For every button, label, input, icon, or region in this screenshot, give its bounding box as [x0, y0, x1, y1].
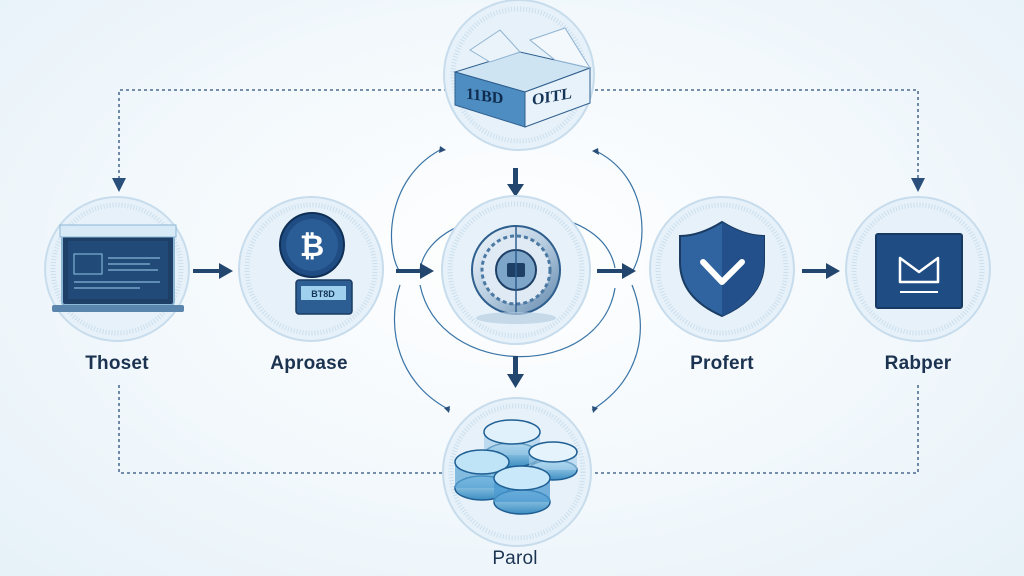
arrow-left-to-second [193, 263, 233, 279]
bitcoin-symbol: ₿ [300, 230, 324, 263]
stacked-coins-icon [454, 419, 578, 515]
bitcoin-coin-card-icon: ₿ BT8D [279, 212, 353, 315]
arrow-down-left [112, 178, 126, 192]
arrow-second-to-center [396, 263, 434, 279]
label-second: Aproase [270, 353, 348, 374]
arc-upper-left [390, 149, 441, 273]
arc-lower-right [591, 284, 641, 411]
card-text: BT8D [311, 289, 335, 299]
connector-right-to-bottom [595, 385, 919, 474]
arc-lower-left [393, 284, 451, 411]
laptop-dashboard-icon [52, 224, 184, 312]
box-text-right: OITL [532, 85, 572, 109]
label-right: Rabper [884, 353, 952, 374]
arc-tip-2 [592, 148, 599, 155]
box-package-icon: 11BD OITL [453, 27, 592, 128]
arc-upper-right [597, 151, 643, 273]
arrow-center-to-bottom [507, 356, 524, 388]
label-fourth: Profert [690, 353, 754, 374]
mail-envelope-icon [875, 233, 963, 309]
vault-lock-icon [471, 225, 561, 324]
arc-tip-4 [592, 406, 598, 413]
arc-tip-3 [444, 406, 450, 413]
label-bottom: Parol [492, 548, 538, 569]
arrow-top-to-center [507, 168, 524, 197]
arrow-down-right [911, 178, 925, 192]
connector-top-to-left [118, 89, 447, 180]
connector-top-to-right [595, 89, 919, 180]
shield-check-icon [679, 220, 765, 318]
arc-tip-1 [439, 146, 446, 153]
arrow-fourth-to-right [802, 263, 840, 279]
connector-left-to-bottom [118, 385, 447, 474]
arrow-center-to-fourth [597, 263, 636, 279]
label-left: Thoset [85, 353, 149, 374]
outer-connectors [118, 89, 919, 474]
arc-inner-bottom [419, 284, 616, 358]
box-text-left: 11BD [466, 86, 503, 108]
